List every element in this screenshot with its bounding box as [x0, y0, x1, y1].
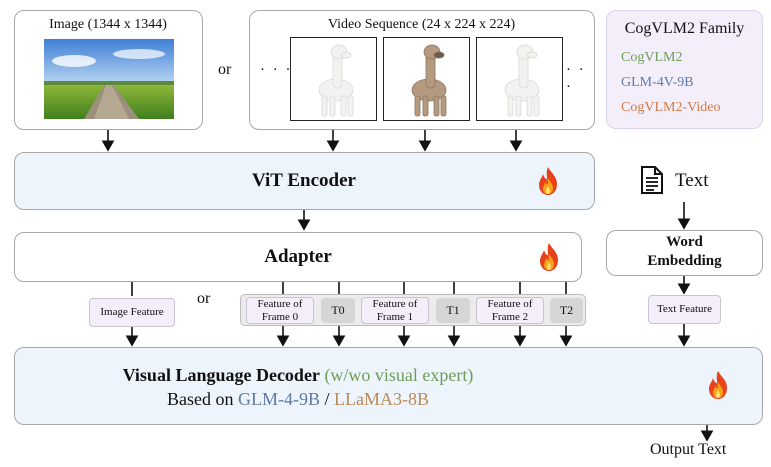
vit-encoder-block: ViT Encoder	[14, 152, 595, 210]
image-feature-label: Image Feature	[100, 306, 164, 318]
frame-feature-2-line2: Frame 2	[491, 310, 529, 323]
landscape-image	[44, 39, 174, 119]
visual-language-decoder-block: Visual Language Decoder (w/wo visual exp…	[14, 347, 763, 425]
time-token-2-label: T2	[559, 303, 574, 317]
image-input-title: Image (1344 x 1344)	[49, 17, 167, 32]
decoder-subtitle: Based on GLM-4-9B / LLaMA3-8B	[15, 389, 581, 410]
flame-icon	[539, 167, 557, 195]
model-family-panel: CogVLM2 Family CogVLM2 GLM-4V-9B CogVLM2…	[606, 10, 763, 129]
time-token-1-label: T1	[446, 303, 460, 317]
image-feature-box: Image Feature	[89, 298, 175, 327]
time-token-2: T2	[550, 298, 583, 323]
image-input-panel: Image (1344 x 1344)	[14, 10, 203, 130]
word-embedding-block: Word Embedding	[606, 230, 763, 276]
word-embedding-line2: Embedding	[647, 253, 722, 269]
document-icon	[641, 166, 663, 194]
frame-feature-2: Feature of Frame 2	[476, 297, 544, 324]
frame-feature-0-line2: Frame 0	[261, 310, 299, 323]
frame-feature-1: Feature of Frame 1	[361, 297, 429, 324]
model-family-title: CogVLM2 Family	[624, 20, 745, 37]
alpaca-image	[411, 44, 447, 117]
frame-feature-0-line1: Feature of	[257, 297, 303, 310]
video-frame-1	[383, 37, 470, 121]
decoder-based-on: Based on	[167, 389, 234, 409]
family-item-cogvlm2-video: CogVLM2-Video	[621, 100, 721, 115]
text-feature-label: Text Feature	[656, 303, 713, 315]
decoder-title: Visual Language Decoder (w/wo visual exp…	[15, 365, 581, 386]
family-item-glm-4v-9b: GLM-4V-9B	[621, 75, 694, 90]
ellipsis-right: · · ·	[566, 62, 586, 95]
frame-feature-1-line1: Feature of	[372, 297, 418, 310]
decoder-model-llama: LLaMA3-8B	[334, 389, 429, 409]
output-text-label: Output Text	[650, 441, 727, 458]
frame-feature-2-line1: Feature of	[487, 297, 533, 310]
or-label-top: or	[218, 61, 232, 78]
text-feature-box: Text Feature	[648, 295, 721, 324]
decoder-model-glm: GLM-4-9B	[238, 389, 320, 409]
decoder-separator: /	[324, 389, 330, 409]
frame-feature-1-line2: Frame 1	[376, 310, 414, 323]
flame-icon	[709, 371, 727, 399]
time-token-0-label: T0	[331, 303, 345, 317]
time-token-0: T0	[321, 298, 355, 323]
decoder-title-paren: (w/wo visual expert)	[324, 365, 474, 385]
time-token-1: T1	[436, 298, 470, 323]
video-input-title: Video Sequence (24 x 224 x 224)	[327, 17, 516, 32]
frame-feature-0: Feature of Frame 0	[246, 297, 314, 324]
adapter-block: Adapter	[14, 232, 582, 282]
frame-feature-strip: Feature of Frame 0 T0 Feature of Frame 1…	[240, 294, 586, 326]
text-input-label: Text	[675, 170, 709, 191]
adapter-label: Adapter	[264, 246, 332, 267]
alpaca-image	[318, 44, 354, 117]
video-frame-0	[290, 37, 377, 121]
flame-icon	[540, 243, 558, 271]
or-label-middle: or	[197, 290, 211, 307]
vit-encoder-label: ViT Encoder	[252, 170, 356, 191]
decoder-title-main: Visual Language Decoder	[122, 365, 320, 385]
word-embedding-line1: Word	[666, 234, 703, 250]
video-frame-2	[476, 37, 563, 121]
alpaca-image	[504, 44, 540, 117]
family-item-cogvlm2: CogVLM2	[621, 50, 683, 65]
video-input-panel: Video Sequence (24 x 224 x 224) · · · · …	[249, 10, 595, 130]
ellipsis-left: · · ·	[260, 62, 293, 78]
